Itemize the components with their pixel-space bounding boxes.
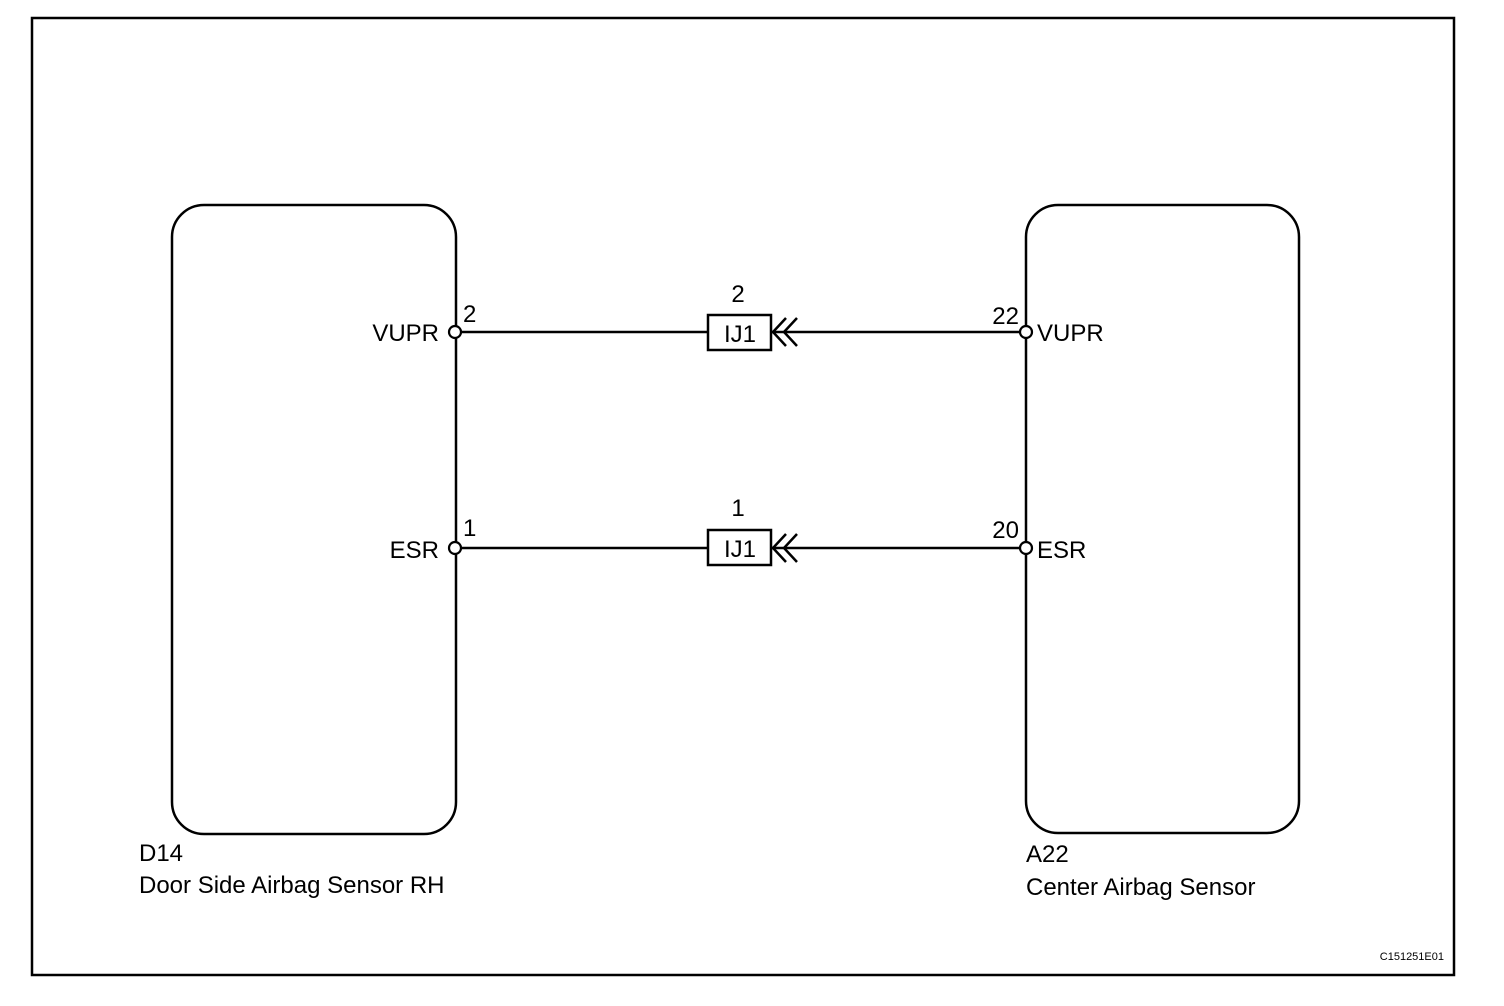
left-pin-vupr-terminal [447,324,463,340]
connector-bottom-label: IJ1 [724,536,756,563]
left-component-code: D14 [139,840,183,867]
right-pin-esr-terminal [1018,540,1034,556]
connector-top-label: IJ1 [724,321,756,348]
diagram-frame [30,16,1456,977]
right-pin-vupr-number: 22 [992,303,1019,330]
connector-bottom-arrow-icon [771,533,798,563]
connector-ij1-bottom-box [706,528,773,567]
right-component-name: Center Airbag Sensor [1026,874,1255,901]
left-pin-esr-signal: ESR [390,537,439,564]
left-pin-vupr-number: 2 [463,301,476,328]
right-component-code: A22 [1026,841,1069,868]
connector-bottom-pin: 1 [731,495,744,522]
right-pin-vupr-signal: VUPR [1037,320,1104,347]
connector-top-arrow-icon [771,317,798,347]
figure-id: C151251E01 [1380,951,1444,963]
right-pin-esr-number: 20 [992,517,1019,544]
connector-ij1-top-box [706,313,773,352]
left-pin-vupr-signal: VUPR [372,320,439,347]
left-component-box [170,203,458,836]
left-pin-esr-number: 1 [463,515,476,542]
right-component-box [1024,203,1301,835]
left-pin-esr-terminal [447,540,463,556]
left-component-name: Door Side Airbag Sensor RH [139,872,444,899]
right-pin-esr-signal: ESR [1037,537,1086,564]
right-pin-vupr-terminal [1018,324,1034,340]
connector-top-pin: 2 [731,281,744,308]
